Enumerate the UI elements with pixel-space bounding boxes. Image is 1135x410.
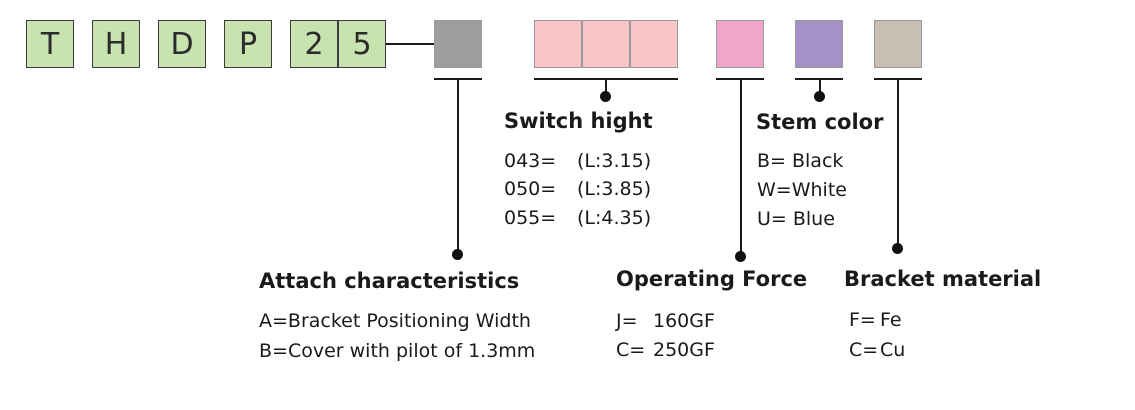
- switch-hight-value-1: (L:3.15): [577, 150, 652, 172]
- bracket-material-code-2: C=: [849, 339, 879, 361]
- switch-hight-box-3: [630, 20, 678, 68]
- stem-color-box: [795, 20, 843, 68]
- operating-force-title: Operating Force: [616, 267, 808, 291]
- code-box-4: P: [224, 20, 272, 68]
- code-box-3: D: [158, 20, 206, 68]
- operating-force-value-1: 160GF: [653, 310, 715, 332]
- attach-characteristics-box: [434, 20, 482, 68]
- bracket-material-box: [874, 20, 922, 68]
- operating-force-code-2: C=: [616, 339, 646, 361]
- switch-hight-code-3: 055=: [504, 207, 557, 229]
- operating-force-leader-line: [740, 78, 742, 256]
- stem-color-item-3: U= Blue: [757, 208, 835, 230]
- operating-force-code-1: J=: [616, 310, 638, 332]
- stem-color-item-2: W=White: [757, 179, 847, 201]
- switch-hight-value-2: (L:3.85): [577, 178, 652, 200]
- switch-hight-box-2: [582, 20, 630, 68]
- attach-item-1: A=Bracket Positioning Width: [259, 310, 531, 332]
- switch-hight-leader-dot: [600, 91, 611, 102]
- switch-hight-leader-line: [605, 78, 607, 96]
- operating-force-value-2: 250GF: [653, 339, 715, 361]
- switch-hight-code-1: 043=: [504, 150, 557, 172]
- switch-hight-code-2: 050=: [504, 178, 557, 200]
- code-box-5: 2: [290, 20, 338, 68]
- bracket-material-leader-line: [897, 78, 899, 252]
- code-box-2: H: [92, 20, 140, 68]
- attach-characteristics-title: Attach characteristics: [259, 269, 520, 293]
- switch-hight-value-3: (L:4.35): [577, 207, 652, 229]
- operating-force-leader-dot: [735, 251, 746, 262]
- operating-force-box: [716, 20, 764, 68]
- bracket-material-value-1: Fe: [880, 309, 902, 331]
- code-box-1: T: [26, 20, 74, 68]
- attach-leader-line: [457, 78, 459, 254]
- stem-color-item-1: B= Black: [757, 150, 844, 172]
- bracket-material-leader-dot: [892, 243, 903, 254]
- bracket-material-title: Bracket material: [844, 267, 1042, 291]
- attach-leader-dot: [452, 249, 463, 260]
- code-connector-line: [386, 43, 434, 45]
- stem-color-title: Stem color: [756, 110, 884, 134]
- bracket-material-value-2: Cu: [880, 339, 906, 361]
- attach-item-2: B=Cover with pilot of 1.3mm: [259, 340, 536, 362]
- stem-color-leader-dot: [814, 91, 825, 102]
- code-box-6: 5: [338, 20, 386, 68]
- bracket-material-code-1: F=: [849, 309, 876, 331]
- switch-hight-box-1: [534, 20, 582, 68]
- stem-color-leader-line: [819, 78, 821, 96]
- switch-hight-title: Switch hight: [504, 109, 653, 133]
